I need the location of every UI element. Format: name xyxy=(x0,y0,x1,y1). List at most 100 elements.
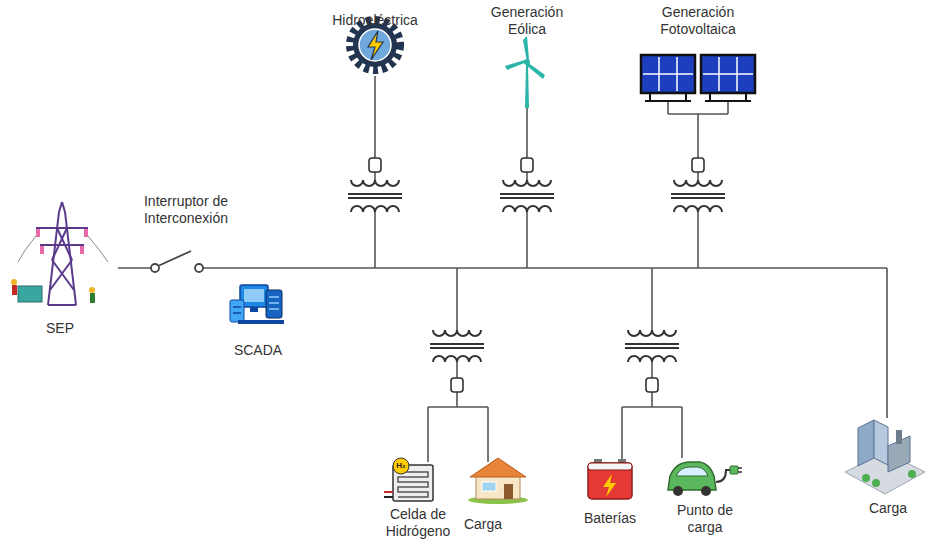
transformer-symbol-part xyxy=(430,347,484,349)
transformer-symbol-part xyxy=(348,197,402,199)
transformer-symbol-part xyxy=(430,343,484,345)
interconnection-switch xyxy=(151,251,203,272)
ev-charger-icon-part xyxy=(716,470,730,482)
transformer-symbol-part xyxy=(503,180,551,186)
wires-part xyxy=(456,392,458,407)
transmission-tower-part xyxy=(36,229,40,237)
transformer-symbol-part xyxy=(625,343,679,345)
wires-part xyxy=(374,172,376,180)
scada-icon-part xyxy=(269,296,279,298)
solar-panel-icon-part-part xyxy=(645,100,691,102)
wires-part xyxy=(681,407,683,458)
scada-icon-part xyxy=(233,312,241,314)
wires-part xyxy=(487,407,489,462)
transmission-tower-part xyxy=(11,279,17,285)
transmission-tower-part xyxy=(90,293,95,303)
transformer-symbol xyxy=(348,158,402,212)
house-load-icon xyxy=(468,458,528,504)
hydro-icon-part xyxy=(359,29,391,61)
wires-part xyxy=(697,114,699,158)
component-label: Punto de carga xyxy=(669,502,741,536)
solar-panel-icon-part-part xyxy=(703,73,753,75)
scada-icon-part xyxy=(233,306,241,308)
transformer-symbol-part xyxy=(500,197,554,199)
interconnection-switch-part xyxy=(158,251,191,266)
scada-icon xyxy=(230,285,284,324)
transmission-tower xyxy=(11,202,108,305)
transformer-symbol-part xyxy=(646,378,658,392)
scada-icon-part xyxy=(269,308,279,310)
industrial-load-icon xyxy=(845,420,925,494)
solar-panel-icon xyxy=(641,55,755,101)
transmission-tower-part xyxy=(52,260,74,290)
transformer-symbol-part xyxy=(351,206,399,212)
wires-part xyxy=(374,76,376,158)
transmission-tower-part xyxy=(89,287,95,293)
transformer-symbol-part xyxy=(674,180,722,186)
component-label: Hidroeléctrica xyxy=(332,12,418,29)
transformer-symbol-part xyxy=(671,197,725,199)
wires-part xyxy=(697,172,699,180)
fuel-cell-icon xyxy=(384,458,433,501)
ev-charger-icon-part xyxy=(730,466,738,474)
wires-part xyxy=(651,392,653,407)
ev-charger-icon-part xyxy=(738,471,742,473)
component-label: Interruptor de Interconexión xyxy=(144,193,228,227)
wires-part xyxy=(428,406,488,408)
scada-icon-part xyxy=(238,320,284,324)
transmission-tower-part xyxy=(88,236,108,262)
wires-part xyxy=(886,268,888,418)
wires-part xyxy=(427,407,429,462)
component-label: Carga xyxy=(869,500,907,517)
house-load-icon-part xyxy=(476,475,520,499)
battery-icon xyxy=(588,459,632,499)
transformer-symbol xyxy=(671,158,725,212)
solar-panel-icon-part-part xyxy=(745,93,747,101)
hydro-icon-part xyxy=(368,31,383,60)
solar-panel-icon-part-part xyxy=(705,100,751,102)
wires xyxy=(118,76,887,462)
transmission-tower-part xyxy=(48,304,76,306)
wires-part xyxy=(456,362,458,378)
house-load-icon-part xyxy=(470,458,526,477)
transformer-symbol-part xyxy=(500,193,554,195)
battery-icon-part xyxy=(588,463,632,470)
transmission-tower-part xyxy=(62,202,65,212)
scada-icon-part xyxy=(250,307,258,312)
transmission-tower-part xyxy=(36,227,88,229)
scada-icon-part xyxy=(230,300,244,322)
solar-panel-icon-part xyxy=(643,57,753,91)
ev-charger-icon-part xyxy=(668,462,716,490)
transmission-tower-part xyxy=(40,246,44,254)
transformer-symbol xyxy=(500,158,554,212)
wind-turbine-icon-part xyxy=(523,36,529,62)
transformer-symbol-part xyxy=(433,330,481,336)
wires-part xyxy=(622,406,682,408)
transmission-tower-part xyxy=(80,246,84,254)
battery-icon-part xyxy=(603,474,616,497)
industrial-load-icon-part xyxy=(862,474,870,482)
transformer-symbol-part xyxy=(451,378,463,392)
scada-icon-part xyxy=(244,289,264,302)
wires-part xyxy=(118,267,151,269)
fuel-cell-icon-part xyxy=(384,496,393,498)
transformer-symbol-part xyxy=(628,356,676,362)
ev-charger-icon-part xyxy=(738,467,742,469)
wind-turbine-icon-part xyxy=(526,62,545,79)
house-load-icon-part xyxy=(482,482,496,491)
hydro-icon-part xyxy=(353,23,397,67)
transmission-tower-part xyxy=(18,286,42,302)
transformer-symbol xyxy=(625,330,679,392)
industrial-load-icon-part xyxy=(874,420,888,465)
solar-panel-icon-part xyxy=(645,93,751,101)
transmission-tower-part xyxy=(12,285,17,295)
wires-part xyxy=(727,100,729,114)
transmission-tower-part xyxy=(84,229,88,237)
battery-icon-part xyxy=(588,463,632,499)
ev-charger-icon-part xyxy=(701,486,711,496)
component-label: SEP xyxy=(46,320,74,337)
transformer-symbol-part xyxy=(369,158,381,172)
wires-part xyxy=(667,100,669,114)
